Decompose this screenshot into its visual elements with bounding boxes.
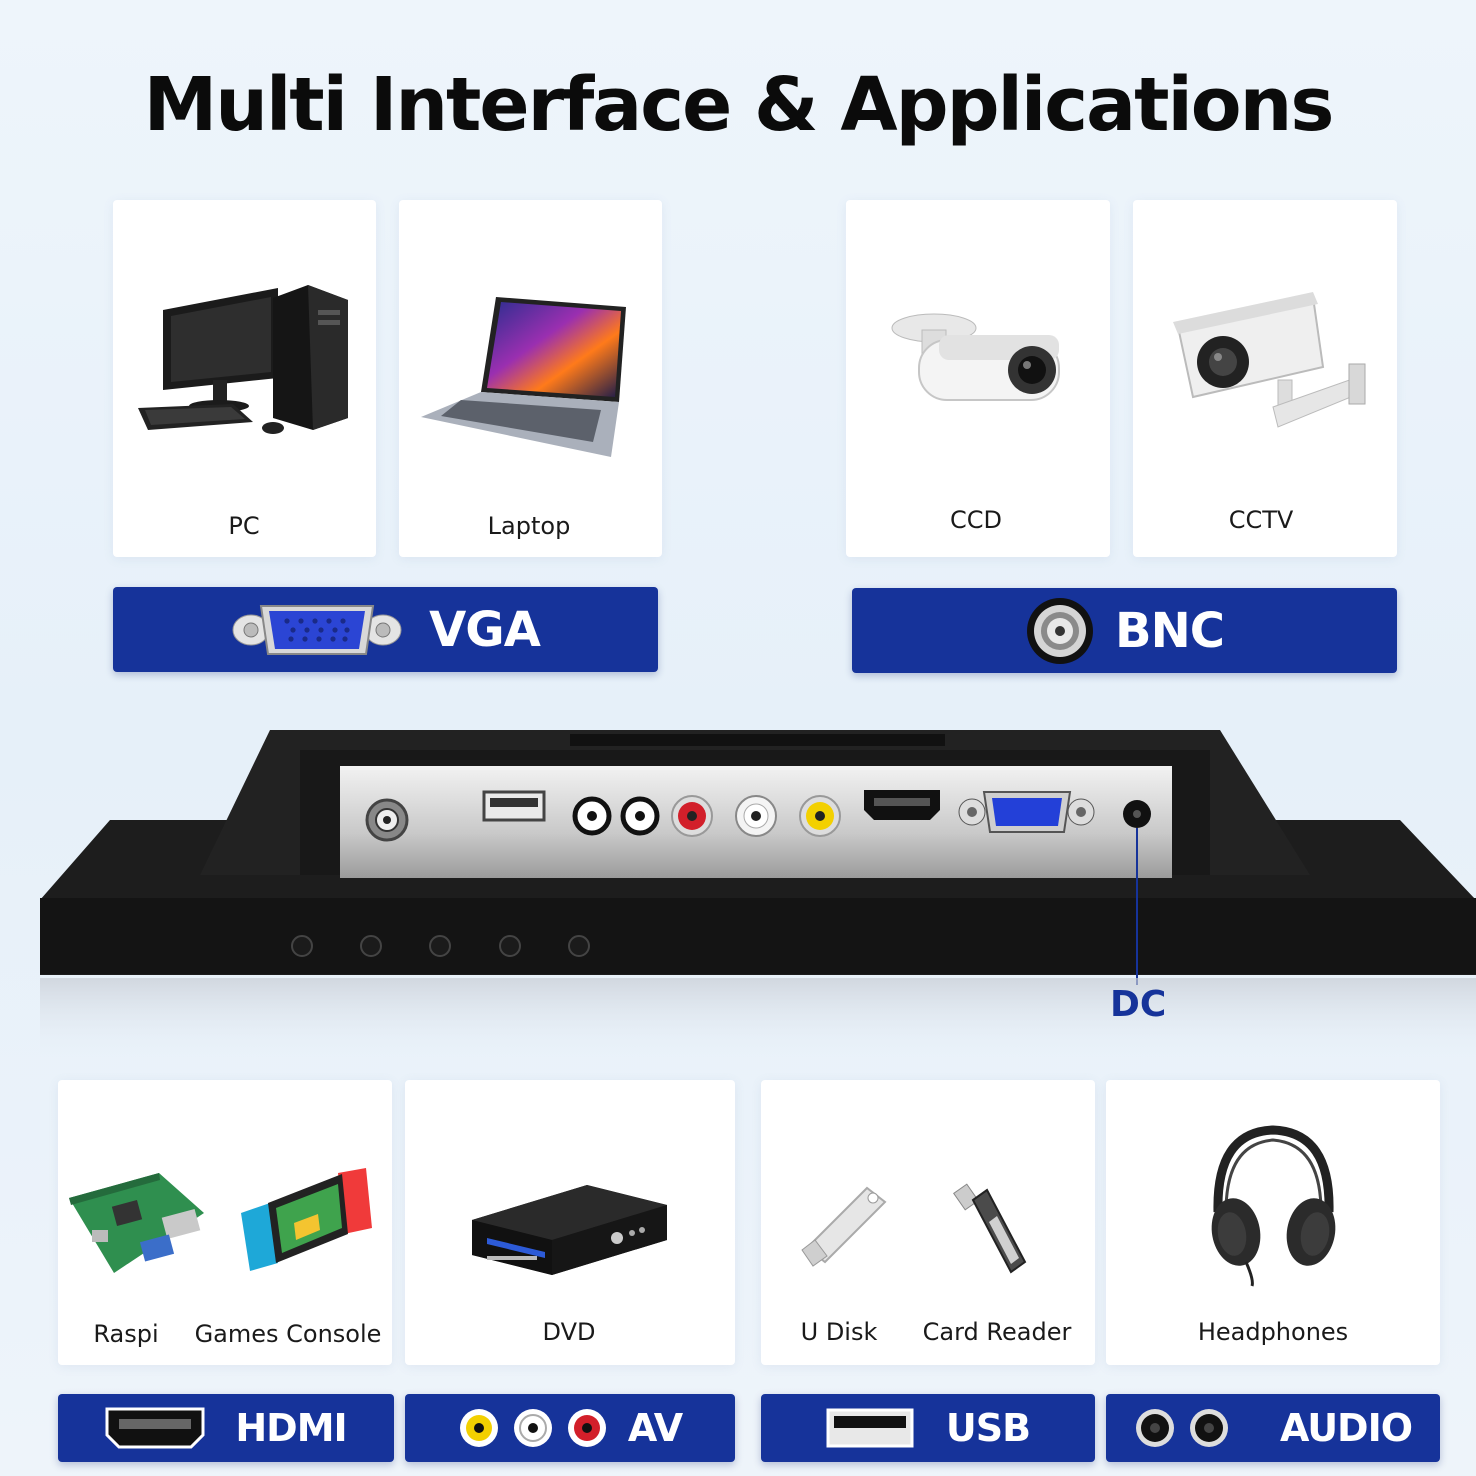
games-console-illustration [241, 1168, 372, 1271]
bnc-interface-banner: BNC [852, 588, 1397, 673]
monitor-back-panel-illustration [40, 730, 1476, 1058]
hdmi-interface-banner: HDMI [58, 1394, 394, 1462]
device-label: Raspi [93, 1320, 159, 1348]
device-card-hdmi-group: Raspi Games Console [58, 1080, 392, 1365]
device-label: CCD [950, 506, 1002, 534]
device-label: DVD [542, 1318, 596, 1346]
device-card-pc: PC [113, 200, 376, 557]
dc-port-label: DC [1110, 984, 1167, 1025]
device-label: Card Reader [922, 1318, 1072, 1346]
device-card-cctv: CCTV [1133, 200, 1397, 557]
pc-illustration [138, 285, 348, 434]
dvd-player-illustration [472, 1185, 667, 1275]
cctv-camera-illustration [1173, 292, 1366, 428]
device-label: PC [228, 512, 260, 540]
device-label: CCTV [1228, 506, 1294, 534]
vga-connector-icon [232, 604, 402, 655]
av-interface-banner: AV [405, 1394, 735, 1462]
rca-av-icon [459, 1409, 606, 1447]
card-reader-illustration [953, 1183, 1027, 1274]
device-label: Games Console [194, 1320, 382, 1348]
u-disk-illustration [801, 1186, 887, 1267]
interface-label: HDMI [235, 1406, 347, 1450]
interface-label: BNC [1115, 602, 1225, 659]
device-card-laptop: Laptop [399, 200, 662, 557]
raspi-board-illustration [69, 1173, 204, 1273]
audio-interface-banner: AUDIO [1106, 1394, 1440, 1462]
page-title: Multi Interface & Applications [143, 62, 1335, 148]
device-card-headphones: Headphones [1106, 1080, 1440, 1365]
usb-interface-banner: USB [761, 1394, 1095, 1462]
interface-label: AV [627, 1406, 683, 1450]
interface-label: VGA [429, 601, 541, 658]
headphones-illustration [1211, 1125, 1336, 1287]
device-label: U Disk [800, 1318, 878, 1346]
interface-label: AUDIO [1279, 1406, 1413, 1450]
device-label: Headphones [1197, 1318, 1349, 1346]
device-card-usb-group: U Disk Card Reader [761, 1080, 1095, 1365]
usb-port-icon [826, 1408, 914, 1448]
vga-interface-banner: VGA [113, 587, 658, 672]
interface-label: USB [945, 1406, 1031, 1450]
laptop-illustration [421, 297, 626, 457]
device-label: Laptop [487, 512, 571, 540]
hdmi-port-icon [105, 1407, 205, 1449]
audio-jack-icon [1135, 1409, 1228, 1447]
device-card-dvd: DVD [405, 1080, 735, 1365]
device-card-ccd: CCD [846, 200, 1110, 557]
bnc-connector-icon [1027, 597, 1093, 664]
ccd-camera-illustration [891, 313, 1060, 401]
